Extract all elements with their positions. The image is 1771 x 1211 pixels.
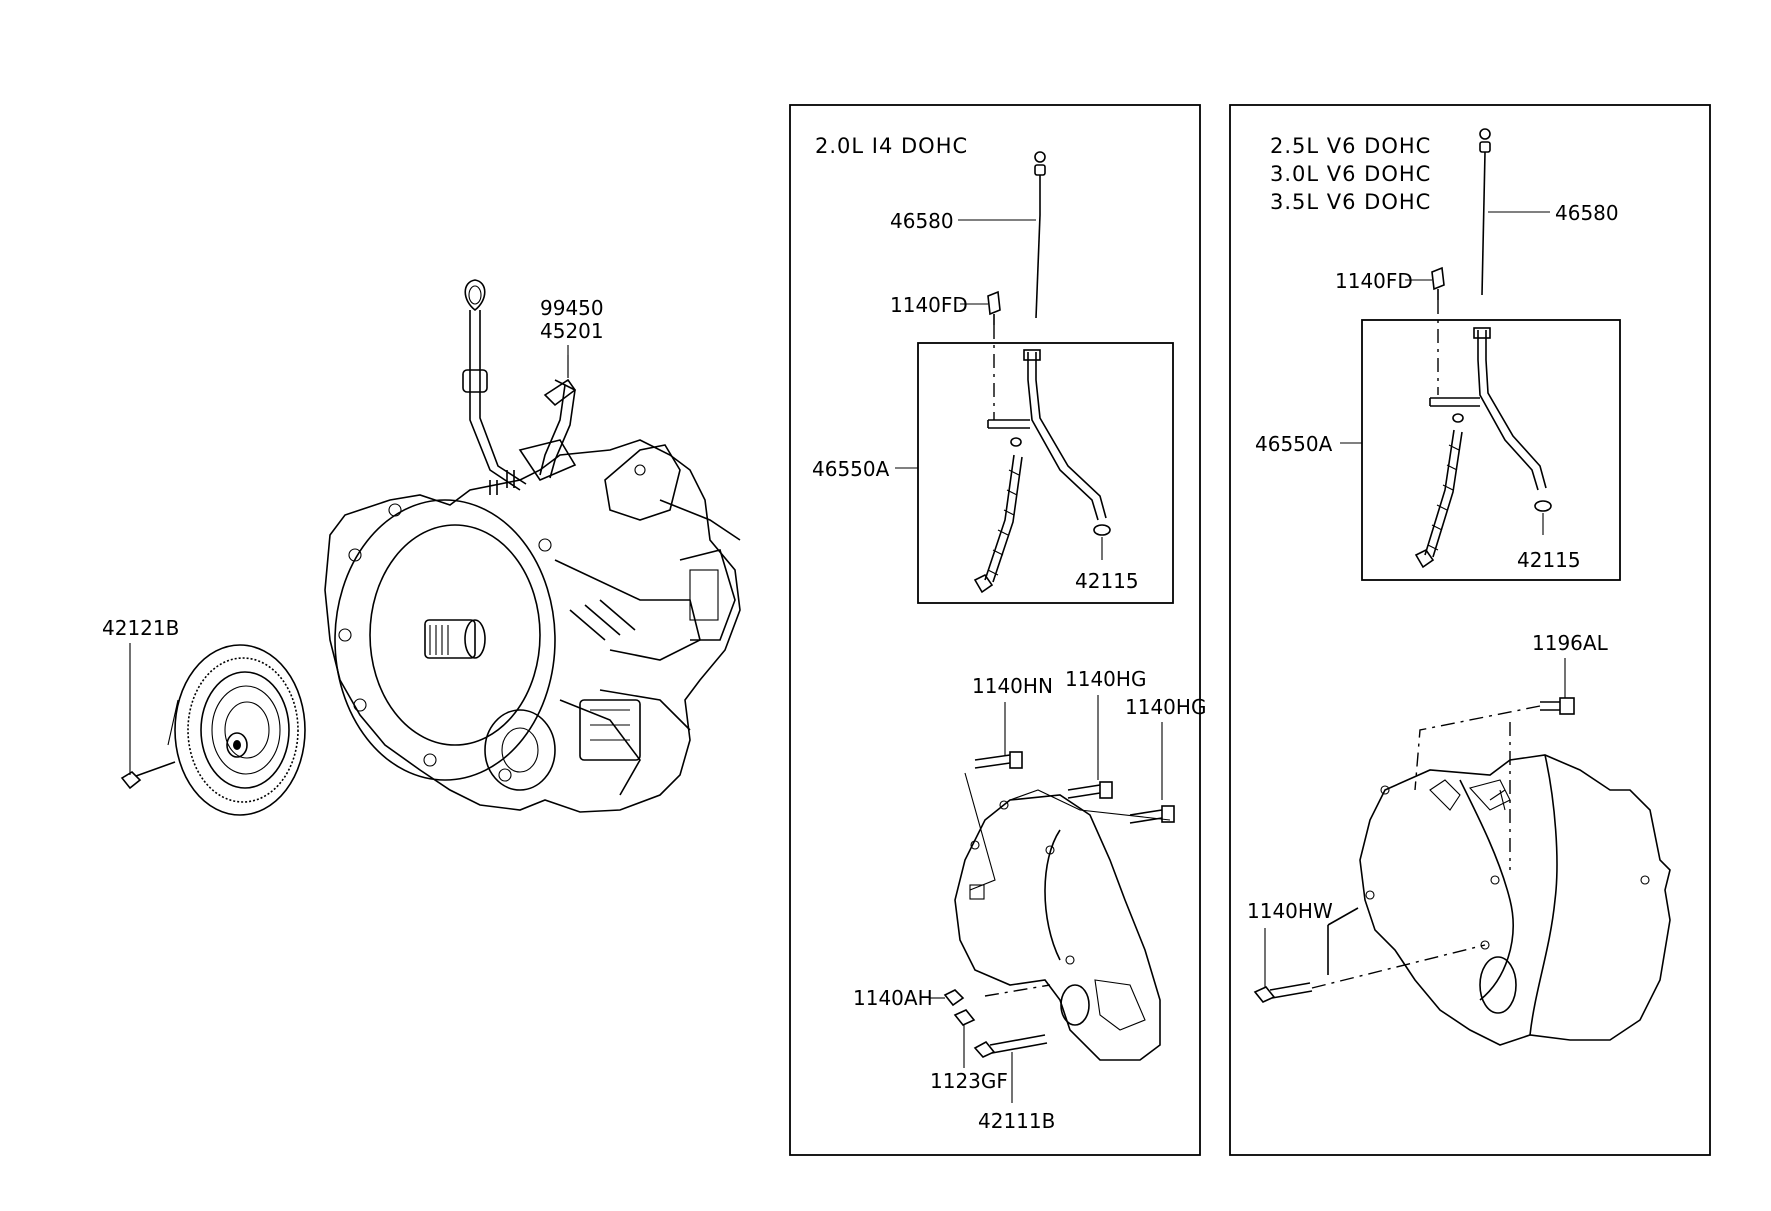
label-46580-i4: 46580 <box>890 209 954 233</box>
left-labels: 99450 45201 42121B <box>102 296 604 775</box>
bolt-1140hw <box>1253 907 1486 1003</box>
bolt-42111b <box>973 1034 1048 1103</box>
label-42115-v6: 42115 <box>1517 548 1581 572</box>
label-1140fd-v6: 1140FD <box>1335 269 1413 293</box>
label-42121b: 42121B <box>102 616 179 640</box>
label-1196al: 1196AL <box>1532 631 1609 655</box>
panel-v6: 2.5L V6 DOHC 3.0L V6 DOHC 3.5L V6 DOHC 4… <box>1229 104 1711 1156</box>
engine-line-i4: 2.0L I4 DOHC <box>815 134 968 158</box>
label-42111b: 42111B <box>978 1109 1055 1133</box>
dipstick-v6 <box>1479 128 1491 296</box>
engine-line-v6-1: 2.5L V6 DOHC <box>1270 134 1431 158</box>
label-1123gf: 1123GF <box>930 1069 1008 1093</box>
bolt-1196al <box>1414 697 1575 870</box>
bell-housing-v6 <box>1359 754 1671 1046</box>
dipstick-guide-v6 <box>1414 327 1552 569</box>
label-1140hn: 1140HN <box>972 674 1053 698</box>
bell-housing-i4 <box>954 772 1171 1061</box>
engine-line-v6-2: 3.0L V6 DOHC <box>1270 162 1431 186</box>
label-46550a-v6: 46550A <box>1255 432 1333 456</box>
label-42115-i4: 42115 <box>1075 569 1139 593</box>
bolt-1140ah <box>930 989 965 1007</box>
dipstick-i4 <box>1034 151 1046 319</box>
engine-line-v6-3: 3.5L V6 DOHC <box>1270 190 1431 214</box>
label-1140ah: 1140AH <box>853 986 933 1010</box>
bolt-1140fd-i4 <box>960 290 1001 420</box>
label-46550a-i4: 46550A <box>812 457 890 481</box>
bolt-1140hg-1 <box>1067 781 1113 799</box>
bolt-1140fd-v6 <box>1405 266 1445 395</box>
label-45201: 45201 <box>540 319 604 343</box>
label-1140hg-2: 1140HG <box>1125 695 1206 719</box>
label-46580-v6: 46580 <box>1555 201 1619 225</box>
label-1140fd-i4: 1140FD <box>890 293 968 317</box>
panel-i4: 2.0L I4 DOHC 46580 1140FD <box>789 104 1206 1156</box>
bolt-1140hn <box>974 751 1023 769</box>
torque-converter-illustration <box>167 644 306 816</box>
label-99450: 99450 <box>540 296 604 320</box>
dipstick-guide-i4 <box>973 349 1111 594</box>
bolt-1123gf <box>953 1009 976 1068</box>
bolt-1140hg-2 <box>1129 805 1175 824</box>
converter-bolt <box>120 761 176 790</box>
label-1140hg-1: 1140HG <box>1065 667 1146 691</box>
label-1140hw: 1140HW <box>1247 899 1333 923</box>
transaxle-assembly-illustration <box>324 279 741 813</box>
